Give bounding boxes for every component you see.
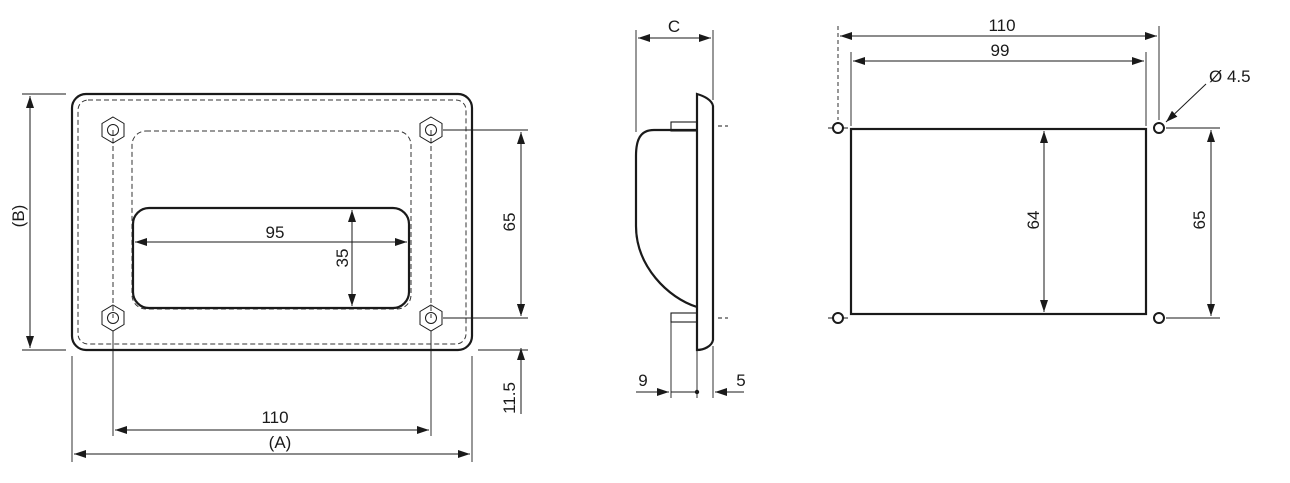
dim-label-cutout-hole-horizontal: 110 <box>988 16 1015 35</box>
dim-label-cutout-width: 99 <box>991 41 1010 60</box>
plate-inner-dashed-outline <box>77 99 467 345</box>
handle-plate-outline <box>70 92 474 352</box>
dim-label-width-a: (A) <box>269 433 292 452</box>
dim-label-cutout-height: 64 <box>1024 211 1043 230</box>
recess-dashed-outline <box>131 130 412 310</box>
dim-label-depth-c: C <box>668 17 680 36</box>
front-view: (B) 65 11.5 95 35 110 (A) <box>9 92 528 462</box>
dim-label-hole-diameter: Ø 4.5 <box>1209 67 1251 86</box>
recess-body-profile <box>634 128 698 309</box>
stud-top-left-icon <box>101 116 125 144</box>
dim-label-flange-thickness: 5 <box>736 371 745 390</box>
dim-label-bottom-offset: 11.5 <box>500 382 519 414</box>
dim-label-hole-horizontal: 110 <box>261 408 288 427</box>
dim-label-grip-height: 35 <box>333 249 352 268</box>
stud-bottom-side <box>670 312 698 323</box>
dim-label-grip-width: 95 <box>266 223 285 242</box>
hole-top-right-icon <box>1153 122 1165 134</box>
cutout-view: 110 99 Ø 4.5 64 65 <box>828 16 1251 324</box>
hole-bottom-right-icon <box>1153 312 1165 324</box>
dim-label-hole-vertical: 65 <box>500 213 519 232</box>
hole-bottom-left-icon <box>828 312 848 324</box>
side-view: C 9 5 <box>634 17 746 398</box>
grip-opening-outline <box>131 206 411 310</box>
dim-label-stud-length: 9 <box>638 371 647 390</box>
panel-cutout-outline <box>849 127 1148 316</box>
leader-hole-diameter <box>1165 83 1207 123</box>
flange-profile <box>695 92 715 352</box>
dim-label-height-b: (B) <box>9 205 28 228</box>
hole-top-left-icon <box>828 122 848 134</box>
stud-top-right-icon <box>419 116 443 144</box>
dim-label-cutout-hole-vertical: 65 <box>1190 211 1209 230</box>
stud-top-side <box>670 121 698 132</box>
